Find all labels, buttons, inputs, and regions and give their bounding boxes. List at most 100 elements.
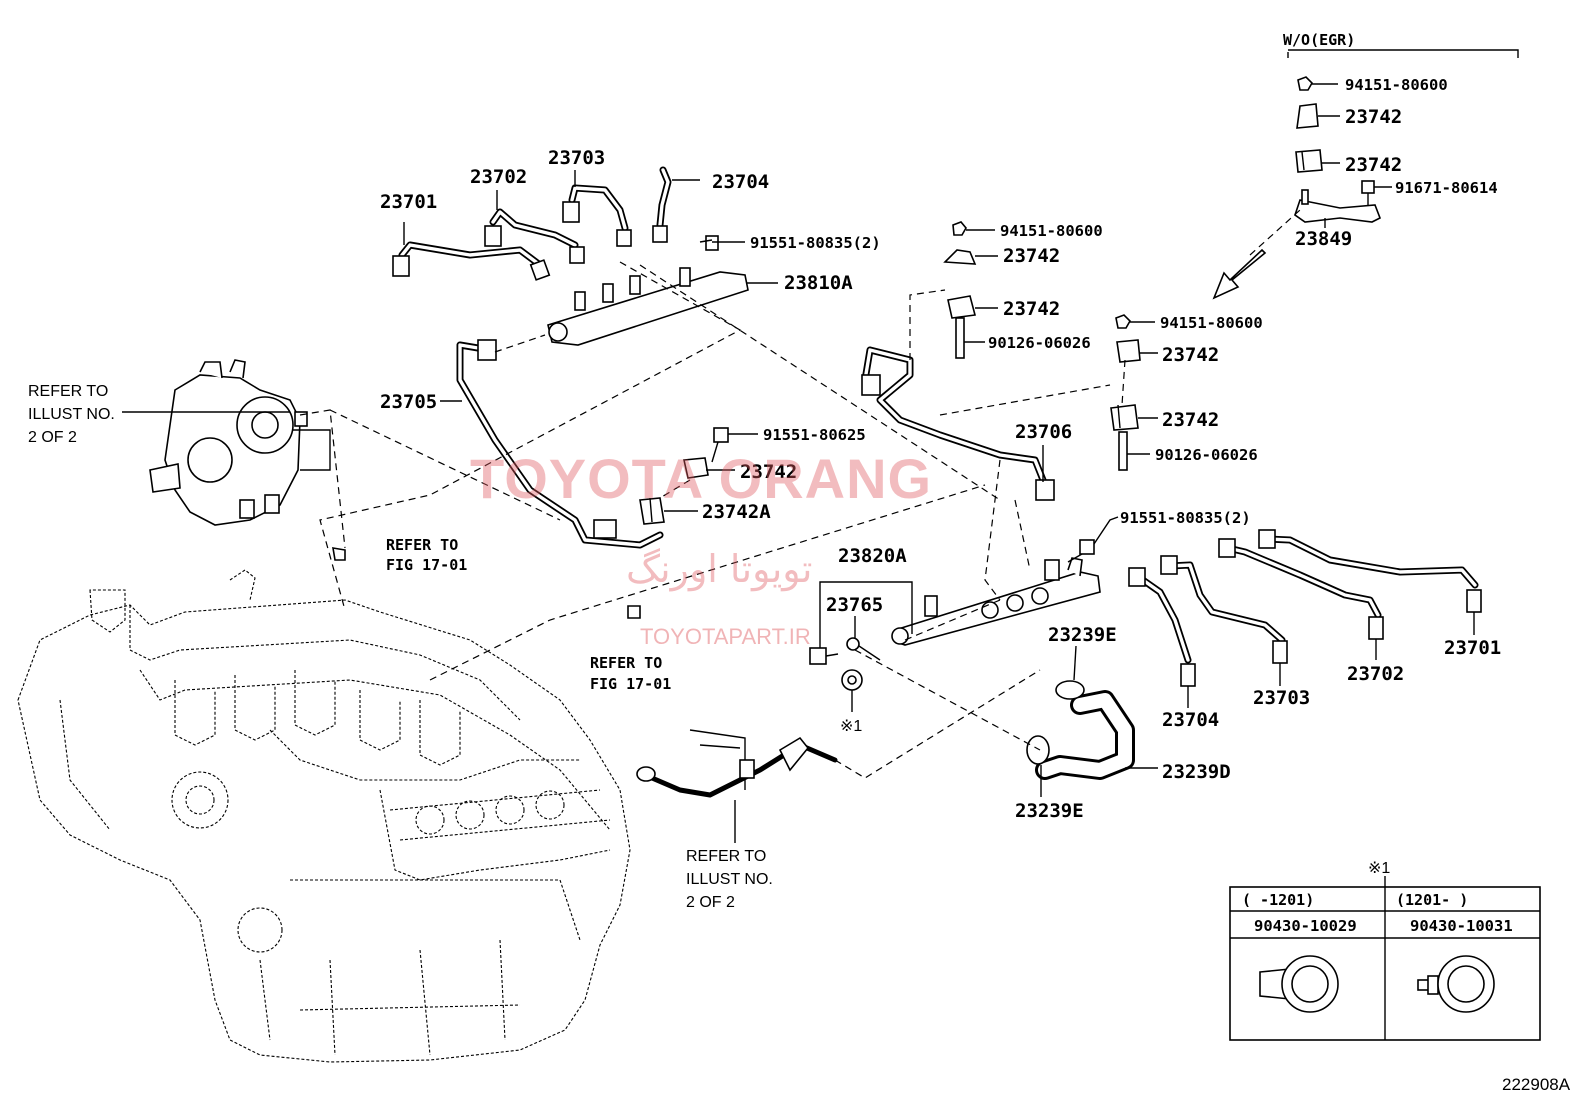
leader-lines — [122, 49, 1519, 843]
bracket-23849 — [1294, 189, 1382, 223]
callout-91551-80625: 91551-80625 — [763, 426, 866, 444]
callout-94151-mid: 94151-80600 — [1000, 222, 1103, 240]
refer-illust-top-line2: ILLUST NO. — [28, 406, 115, 423]
hose-clamp-23239E-top — [1055, 680, 1085, 700]
variant-label-wo-egr: W/O(EGR) — [1283, 31, 1355, 49]
clamp-23742A — [639, 497, 665, 525]
callout-23706: 23706 — [1015, 421, 1072, 443]
injection-pipe-23701-left — [392, 241, 551, 281]
callout-23705: 23705 — [380, 391, 437, 413]
callout-23239D: 23239D — [1162, 761, 1231, 783]
callout-23704-right: 23704 — [1162, 709, 1219, 731]
figure-id: 222908A — [1502, 1075, 1571, 1094]
callout-23742-mid2: 23742 — [1003, 245, 1060, 267]
variant-table-mark: ※1 — [1368, 860, 1390, 877]
fuel-pipe-23706 — [861, 346, 1055, 501]
gasket-x1 — [841, 669, 863, 691]
callout-23742-wo1: 23742 — [1345, 106, 1402, 128]
variant-col1-partno: 90430-10029 — [1254, 917, 1357, 935]
callout-23742-right1: 23742 — [1162, 344, 1219, 366]
callout-23703-left: 23703 — [548, 147, 605, 169]
refer-pellet-a — [332, 547, 346, 561]
watermark: TOYOTA ORANG تویوتا اورنگ TOYOTAPART.IR — [470, 447, 932, 649]
callout-94151-right: 94151-80600 — [1160, 314, 1263, 332]
gasket-90430-10029-illustration — [1259, 955, 1339, 1013]
refer-illust-top-line1: REFER TO — [28, 383, 108, 400]
callout-23702-left: 23702 — [470, 166, 527, 188]
callout-91551-80835-right: 91551-80835(2) — [1120, 509, 1251, 527]
refer-fig-b-line2: FIG 17-01 — [590, 675, 671, 693]
refer-fig-a-line1: REFER TO — [386, 536, 458, 554]
callout-91671: 91671-80614 — [1395, 179, 1498, 197]
variant-col2-range: (1201- ) — [1396, 891, 1468, 909]
callout-23849: 23849 — [1295, 228, 1352, 250]
callout-23742A: 23742A — [702, 501, 771, 523]
watermark-line3: TOYOTAPART.IR — [640, 624, 811, 649]
nut-94151-wo — [1297, 76, 1313, 91]
watermark-line1: TOYOTA ORANG — [470, 447, 932, 510]
direction-arrow — [1212, 248, 1267, 300]
refer-illust-bottom-line1: REFER TO — [686, 848, 766, 865]
callout-23742-wo2: 23742 — [1345, 154, 1402, 176]
callout-94151-wo: 94151-80600 — [1345, 76, 1448, 94]
fuel-supply-pump-illustration — [149, 359, 331, 526]
refer-fig-a-line2: FIG 17-01 — [386, 556, 467, 574]
clamp-23742-mid — [683, 457, 709, 479]
clamp-bolt-91551-80625 — [711, 427, 729, 463]
callout-23810A: 23810A — [784, 272, 853, 294]
callout-23239E-bottom: 23239E — [1015, 800, 1084, 822]
gasket-90430-10031-illustration — [1417, 955, 1495, 1013]
callout-23704-left: 23704 — [712, 171, 769, 193]
fuel-pipe-23705 — [456, 339, 664, 549]
refer-illust-bottom-line3: 2 OF 2 — [686, 894, 735, 911]
dashed-connectors — [299, 209, 1301, 779]
callout-23703-right: 23703 — [1253, 687, 1310, 709]
callout-90126-right: 90126-06026 — [1155, 446, 1258, 464]
callout-note-mark: ※1 — [840, 718, 862, 735]
fuel-return-pipe — [636, 729, 838, 798]
hose-23239D — [1035, 690, 1135, 780]
refer-illust-bottom-line2: ILLUST NO. — [686, 871, 773, 888]
clamp-23742-wo2 — [1295, 149, 1323, 173]
callout-23742-mid: 23742 — [740, 461, 797, 483]
fuel-rail-23810A — [547, 235, 749, 346]
hose-clamp-23239E-bottom — [1026, 735, 1050, 765]
injection-pipe-23703-right — [1160, 555, 1288, 664]
variant-col1-range: ( -1201) — [1242, 891, 1314, 909]
bolt-91551-80835-right — [1067, 539, 1095, 563]
callout-23702-right: 23702 — [1347, 663, 1404, 685]
clamp-23742-right1 — [1116, 339, 1141, 363]
reference-notes: REFER TO ILLUST NO. 2 OF 2 REFER TO FIG … — [28, 383, 773, 911]
injection-pipe-23701-right — [1258, 529, 1482, 613]
refer-fig-b-line1: REFER TO — [590, 654, 662, 672]
bolt-23765 — [809, 637, 881, 665]
clamp-23742-right2 — [1110, 404, 1139, 431]
callout-23742-mid3: 23742 — [1003, 298, 1060, 320]
callout-23239E-top: 23239E — [1048, 624, 1117, 646]
nut-94151-right — [1115, 314, 1131, 329]
part-callouts: 23701 23702 23703 23704 91551-80835(2) 2… — [380, 76, 1501, 822]
injection-pipe-23702-left — [484, 208, 585, 264]
stud-90126-mid — [955, 317, 965, 359]
injection-pipe-23703-left — [562, 184, 632, 247]
refer-pellet-b — [627, 605, 641, 619]
callout-91551-80835-top: 91551-80835(2) — [750, 234, 881, 252]
callout-23765: 23765 — [826, 594, 883, 616]
injection-pipe-23704-left — [652, 166, 672, 243]
clamp-23742-mid3 — [947, 295, 977, 319]
variant-table: ※1 ( -1201) (1201- ) 90430-10029 90430-1… — [1229, 860, 1541, 1041]
engine-block-illustration — [17, 569, 631, 1063]
variant-col2-partno: 90430-10031 — [1410, 917, 1513, 935]
callout-23701-right: 23701 — [1444, 637, 1501, 659]
callout-23820A: 23820A — [838, 545, 907, 567]
refer-illust-top-line3: 2 OF 2 — [28, 429, 77, 446]
clamp-23742-wo1 — [1296, 103, 1319, 129]
injection-pipe-23702-right — [1218, 538, 1384, 640]
injection-pipe-23704-right — [1128, 567, 1196, 687]
callout-23742-right2: 23742 — [1162, 409, 1219, 431]
nut-94151-mid — [952, 221, 967, 236]
stud-90126-right — [1118, 431, 1128, 471]
clamp-23742-mid2 — [943, 249, 977, 265]
callout-90126-mid: 90126-06026 — [988, 334, 1091, 352]
